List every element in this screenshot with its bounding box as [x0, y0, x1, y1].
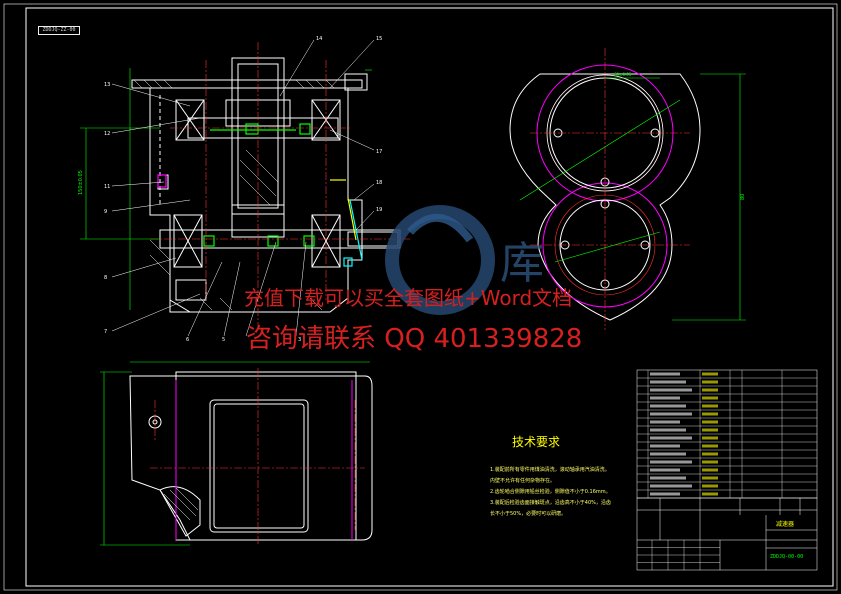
- bom-entry-mark: [702, 404, 718, 408]
- part-label: 8: [104, 275, 107, 281]
- bom-entry-mark: [650, 436, 692, 440]
- bom-entry-mark: [702, 460, 718, 464]
- bom-entry-mark: [702, 452, 718, 456]
- part-label: 14: [316, 36, 322, 42]
- bom-entry-mark: [702, 428, 718, 432]
- bom-entry-mark: [650, 420, 680, 424]
- bom-entry-mark: [702, 468, 718, 472]
- front-dimensions: [80, 68, 372, 310]
- watermark-logo: 库: [385, 205, 544, 315]
- title-block-grid: [637, 540, 720, 570]
- bom-entry-mark: [702, 372, 718, 376]
- bom-entry-mark: [650, 388, 692, 392]
- part-label: 18: [376, 180, 382, 186]
- bom-entry-mark: [650, 484, 692, 488]
- tech-requirement-line: 1.装配前所有零件用煤油清洗，滚动轴承用汽油清洗。: [490, 467, 610, 473]
- bom-entry-mark: [650, 452, 686, 456]
- drawing-name: 减速器: [776, 520, 794, 528]
- front-hatching: [133, 79, 335, 311]
- top-view-magenta: [175, 380, 353, 540]
- tech-requirement-line: 3.装配后检验齿面接触斑点，沿齿高不小于40%，沿齿: [490, 500, 611, 506]
- inner-border: [25, 7, 834, 587]
- bom-entry-mark: [702, 484, 718, 488]
- part-label: 9: [104, 209, 107, 215]
- bom-entry-mark: [702, 388, 718, 392]
- top-view-centerlines: [150, 368, 365, 545]
- part-label: 17: [376, 149, 382, 155]
- tech-requirement-line: 内壁不允许有任何杂物存在。: [490, 478, 556, 484]
- bom-entry-mark: [650, 492, 680, 496]
- bom-entry-mark: [702, 380, 718, 384]
- bom-entry-mark: [702, 476, 718, 480]
- front-height-dimension: 150±0.05: [78, 170, 84, 195]
- bom-entry-mark: [650, 460, 692, 464]
- bom-entry-mark: [650, 428, 686, 432]
- top-view: [129, 371, 373, 541]
- bom-entry-mark: [702, 396, 718, 400]
- part-label: 15: [376, 36, 382, 42]
- bom-entry-mark: [650, 444, 680, 448]
- side-dimension-label: 80: [740, 194, 746, 200]
- bom-entry-mark: [650, 404, 686, 408]
- watermark-line-2: 咨询请联系 QQ 401339828: [246, 324, 583, 354]
- bom-entry-mark: [650, 412, 692, 416]
- part-label: 3: [298, 337, 301, 343]
- tech-requirement-line: 2.齿轮啮合侧隙用铅丝检验，侧隙值不小于0.16mm。: [490, 489, 611, 495]
- side-centerlines: [530, 48, 690, 330]
- outer-border: [3, 3, 838, 591]
- bom-rows: [637, 370, 817, 498]
- part-number-labels: 13 12 11 9 8 7 6 5 3 14 15 17 18 19: [104, 36, 382, 343]
- part-label: 12: [104, 131, 110, 137]
- bom-entry-mark: [702, 492, 718, 496]
- part-label: 19: [376, 207, 382, 213]
- top-view-hatch: [163, 487, 199, 521]
- front-leaders: [111, 39, 375, 337]
- front-centerlines: [150, 42, 410, 330]
- drawing-tag: ZDDJQ-ZZ-00: [38, 26, 80, 35]
- watermark-line-1: 充值下载可以买全套图纸+Word文档: [244, 286, 573, 310]
- bom-entry-mark: [650, 372, 680, 376]
- title-block: [636, 497, 818, 571]
- tech-requirement-line: 长不小于50%，必要时可以研磨。: [490, 511, 567, 517]
- bom-entry-mark: [650, 468, 680, 472]
- bom-entry-mark: [702, 444, 718, 448]
- bom-entry-mark: [650, 380, 686, 384]
- part-label: 13: [104, 82, 110, 88]
- part-label: 6: [186, 337, 189, 343]
- part-label: 7: [104, 329, 107, 335]
- top-width-dimension: 60±0.05: [614, 72, 632, 77]
- part-label: 5: [222, 337, 225, 343]
- drawing-code: ZDDJQ-00-00: [770, 554, 803, 560]
- bom-entry-mark: [650, 396, 680, 400]
- tech-requirements-title: 技术要求: [512, 435, 561, 449]
- watermark-logo-char: 库: [500, 238, 544, 289]
- bom-entry-mark: [650, 476, 686, 480]
- top-view-dimensions: [100, 361, 370, 546]
- side-dimensions: [519, 73, 746, 321]
- bom-entry-mark: [702, 412, 718, 416]
- bom-entry-mark: [702, 436, 718, 440]
- bom-entry-mark: [702, 420, 718, 424]
- part-label: 11: [104, 184, 110, 190]
